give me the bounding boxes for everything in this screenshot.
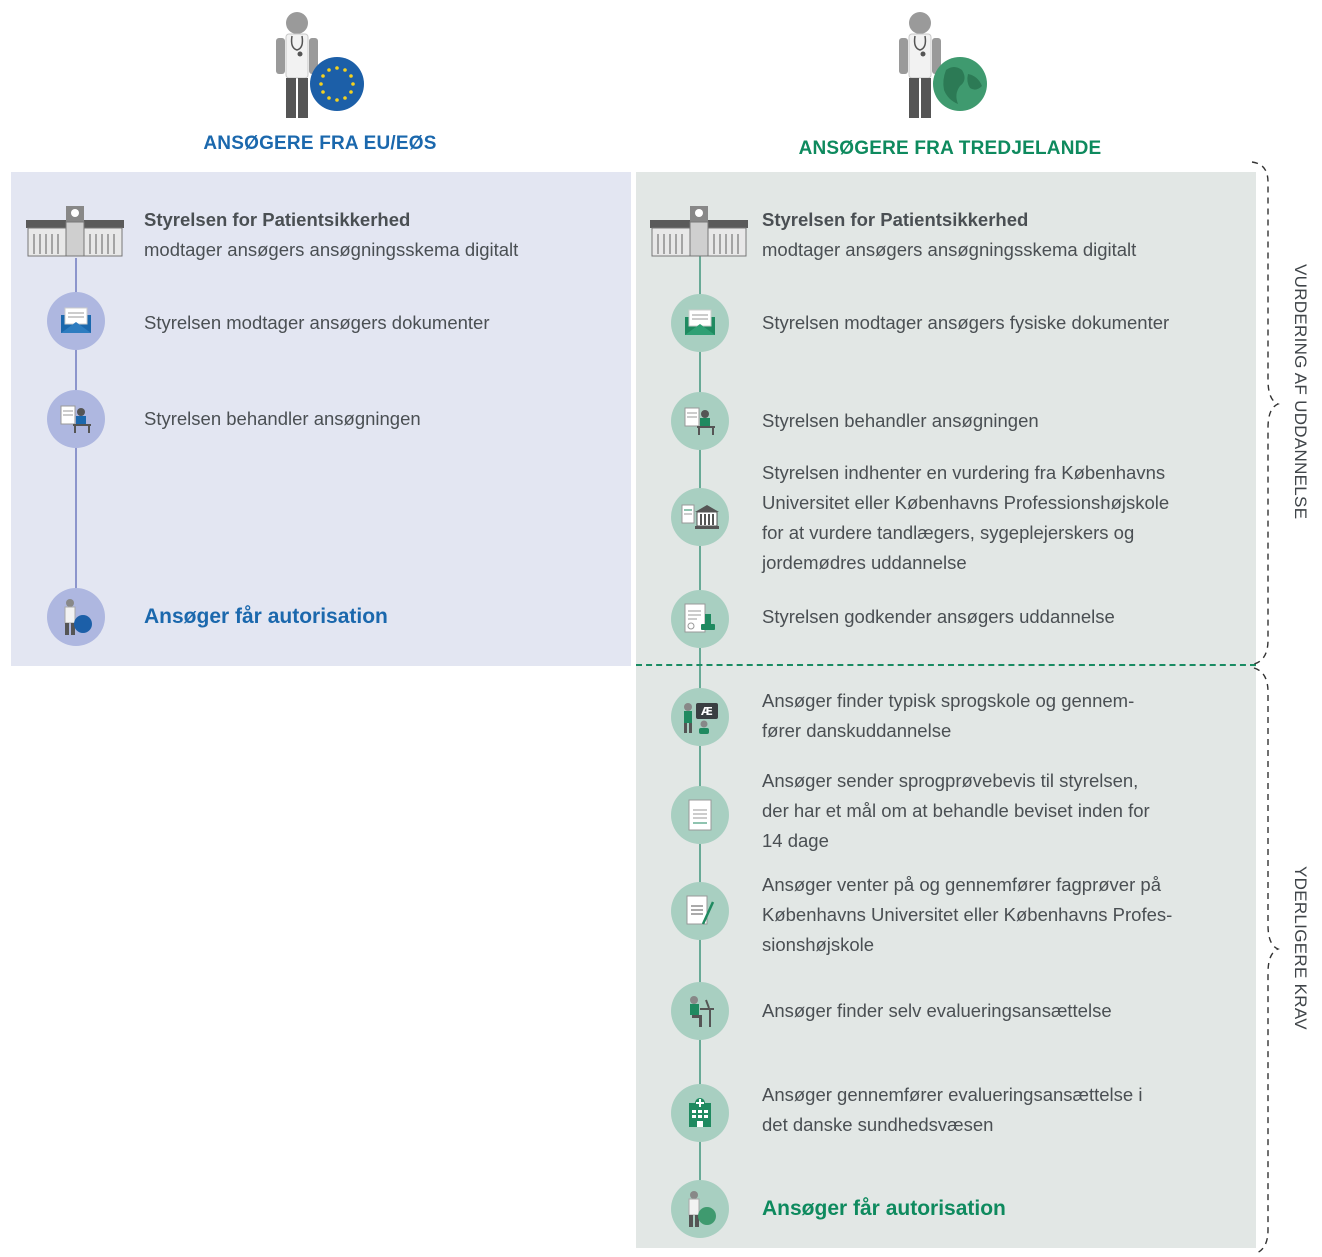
phase-brackets <box>1251 161 1280 1255</box>
third-step-4-line-3: for at vurdere tandlægers, sygeplejerske… <box>762 522 1135 543</box>
third-step-application-received: Styrelsen for Patientsikkerhed modtager … <box>762 205 1242 265</box>
exam-document-icon <box>671 882 729 940</box>
third-country-doctor-icon <box>899 12 987 118</box>
phase-label-education-assessment: VURDERING AF UDDANNELSE <box>1291 264 1310 520</box>
third-final-authorisation: Ansøger får autorisation <box>762 1197 1006 1220</box>
third-step-10-line-2: det danske sundhedsvæsen <box>762 1114 994 1135</box>
third-country-process-panel <box>636 172 1256 1248</box>
agency-building-icon-third <box>650 206 748 257</box>
third-step-education-approved: Styrelsen godkender ansøgers uddannelse <box>762 606 1115 627</box>
third-step-processing: Styrelsen behandler ansøgningen <box>762 410 1039 431</box>
eu-step-application-text: modtager ansøgers ansøgningsskema digita… <box>144 239 519 260</box>
third-step-7-line-3: 14 dage <box>762 830 829 851</box>
third-step-agency-name: Styrelsen for Patientsikkerhed <box>762 209 1029 230</box>
eu-doctor-icon <box>276 12 364 118</box>
third-step-university-assessment: Styrelsen indhenter en vurdering fra Køb… <box>762 458 1242 578</box>
phase-label-additional-requirements: YDERLIGERE KRAV <box>1291 866 1310 1030</box>
envelope-icon <box>671 294 729 352</box>
eu-step-application-received: Styrelsen for Patientsikkerhed modtager … <box>144 205 624 265</box>
third-step-4-line-1: Styrelsen indhenter en vurdering fra Køb… <box>762 462 1166 483</box>
third-step-find-employment: Ansøger finder selv evalueringsansættels… <box>762 1000 1112 1021</box>
authorised-doctor-icon <box>671 1180 729 1238</box>
third-step-6-line-2: fører danskuddannelse <box>762 720 952 741</box>
language-school-icon: Æ <box>671 688 729 746</box>
eu-step-documents-received: Styrelsen modtager ansøgers dokumenter <box>144 312 490 333</box>
svg-text:Æ: Æ <box>701 705 713 718</box>
third-step-4-line-4: jordemødres uddannelse <box>762 552 967 573</box>
third-step-physical-documents: Styrelsen modtager ansøgers fysiske doku… <box>762 312 1170 333</box>
agency-building-icon <box>26 206 124 257</box>
third-step-10-line-1: Ansøger gennemfører evalueringsansættels… <box>762 1084 1143 1105</box>
third-step-8-line-1: Ansøger venter på og gennemfører fagprøv… <box>762 874 1161 895</box>
third-step-language-certificate: Ansøger sender sprogprøvebevis til styre… <box>762 766 1242 856</box>
third-step-8-line-2: Københavns Universitet eller Københavns … <box>762 904 1173 925</box>
third-step-application-text: modtager ansøgers ansøgningsskema digita… <box>762 239 1137 260</box>
third-step-4-line-2: Universitet eller Københavns Professions… <box>762 492 1170 513</box>
authorised-doctor-icon <box>47 588 105 646</box>
eu-column-header: ANSØGERE FRA EU/EØS <box>203 133 437 154</box>
third-step-7-line-1: Ansøger sender sprogprøvebevis til styre… <box>762 770 1139 791</box>
eu-step-processing: Styrelsen behandler ansøgningen <box>144 408 421 429</box>
approval-stamp-icon <box>671 590 729 648</box>
third-step-professional-exams: Ansøger venter på og gennemfører fagprøv… <box>762 870 1242 960</box>
envelope-icon <box>47 292 105 350</box>
university-assessment-icon <box>671 488 729 546</box>
caseworker-desk-icon <box>671 392 729 450</box>
hospital-icon <box>671 1084 729 1142</box>
third-step-8-line-3: sionshøjskole <box>762 934 875 955</box>
eu-step-agency-name: Styrelsen for Patientsikkerhed <box>144 209 411 230</box>
third-step-7-line-2: der har et mål om at behandle beviset in… <box>762 800 1150 821</box>
caseworker-desk-icon <box>47 390 105 448</box>
section-divider <box>636 664 1256 666</box>
language-certificate-icon <box>671 786 729 844</box>
job-search-icon <box>671 982 729 1040</box>
eu-final-authorisation: Ansøger får autorisation <box>144 605 388 628</box>
third-step-evaluation-employment: Ansøger gennemfører evalueringsansættels… <box>762 1080 1242 1140</box>
third-step-language-school: Ansøger finder typisk sprogskole og genn… <box>762 686 1242 746</box>
third-country-column-header: ANSØGERE FRA TREDJELANDE <box>798 138 1102 159</box>
third-step-6-line-1: Ansøger finder typisk sprogskole og genn… <box>762 690 1135 711</box>
